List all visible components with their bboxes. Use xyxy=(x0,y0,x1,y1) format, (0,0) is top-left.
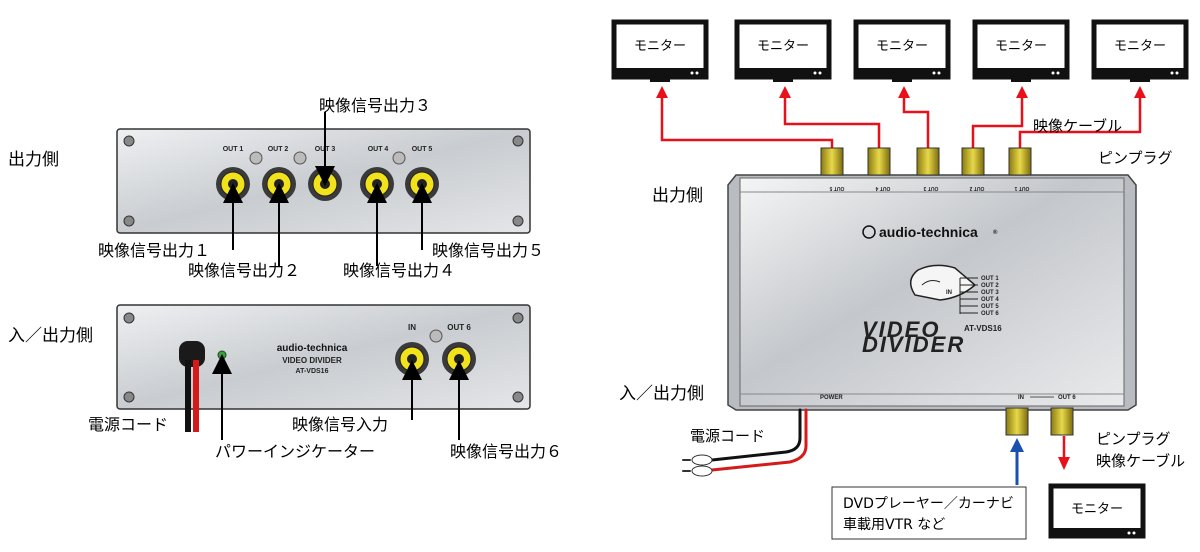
svg-text:OUT 2: OUT 2 xyxy=(981,283,999,289)
label-power-indicator: パワーインジケーター xyxy=(215,442,375,461)
panel-model: AT-VDS16 xyxy=(296,368,329,375)
label-pin-plug-bottom: ピンプラグ xyxy=(1096,430,1171,448)
power-cord-left xyxy=(185,360,199,432)
monitor-2: モニター xyxy=(734,19,832,82)
label-power-cord-right: 電源コード xyxy=(690,427,765,445)
leader-lines-top xyxy=(223,112,432,266)
svg-text:OUT 4: OUT 4 xyxy=(875,185,890,191)
svg-text:OUT 1: OUT 1 xyxy=(1014,185,1029,191)
svg-text:OUT 5: OUT 5 xyxy=(829,185,844,191)
power-led xyxy=(217,350,227,360)
box-brand: audio-technica xyxy=(879,224,978,240)
label-io-side-left: 入／出力側 xyxy=(8,326,93,346)
port-label-out2: OUT 2 xyxy=(268,146,289,153)
svg-text:OUT 5: OUT 5 xyxy=(981,304,999,310)
box-power-label: POWER xyxy=(820,395,843,401)
port-label-out1: OUT 1 xyxy=(223,146,244,153)
box-out-labels: OUT 5 OUT 4 OUT 3 OUT 2 OUT 1 xyxy=(829,185,1029,191)
pin-plugs-bottom xyxy=(1005,407,1074,436)
label-video-out-6: 映像信号出力６ xyxy=(450,442,562,461)
signal-line-in xyxy=(1010,438,1024,485)
video-logo-line2: DIVIDER xyxy=(862,332,965,357)
monitor-label-6: モニター xyxy=(1071,502,1123,517)
port-label-out6: OUT 6 xyxy=(447,323,471,332)
box-model: AT-VDS16 xyxy=(964,324,1002,333)
label-output-side-left: 出力側 xyxy=(8,150,59,170)
label-video-out-4: 映像信号出力４ xyxy=(343,261,455,280)
port-label-out4: OUT 4 xyxy=(368,146,389,153)
source-box: DVDプレーヤー／カーナビ 車載用VTR など xyxy=(831,486,1027,540)
label-video-out-2: 映像信号出力２ xyxy=(188,261,300,280)
label-video-in: 映像信号入力 xyxy=(292,415,388,434)
monitor-5: モニター xyxy=(1091,19,1189,82)
label-video-out-5: 映像信号出力５ xyxy=(432,241,544,260)
box-out-list: OUT 1 OUT 2 OUT 3 OUT 4 OUT 5 OUT 6 xyxy=(981,276,999,317)
monitor-label-5: モニター xyxy=(1114,39,1166,54)
power-cord-grommet xyxy=(179,341,205,367)
device-box: OUT 5 OUT 4 OUT 3 OUT 2 OUT 1 audio-tech… xyxy=(727,174,1137,411)
monitor-1: モニター xyxy=(611,19,709,82)
power-cord-right xyxy=(682,408,808,477)
box-in-bottom-label: IN xyxy=(1018,395,1024,401)
monitor-6: モニター xyxy=(1048,483,1146,539)
port-label-out5: OUT 5 xyxy=(412,146,433,153)
label-video-out-3: 映像信号出力３ xyxy=(319,96,431,115)
output-panel: OUT 1 OUT 2 OUT 3 OUT 4 OUT 5 xyxy=(116,128,531,234)
signal-lines-out xyxy=(660,96,1142,148)
box-in-label: IN xyxy=(946,290,952,296)
monitor-3: モニター xyxy=(853,19,951,82)
svg-text:OUT 4: OUT 4 xyxy=(981,297,999,303)
svg-text:OUT 3: OUT 3 xyxy=(923,185,938,191)
box-out6-bottom-label: OUT 6 xyxy=(1058,395,1076,401)
svg-text:OUT 2: OUT 2 xyxy=(969,185,984,191)
monitor-label-1: モニター xyxy=(634,39,686,54)
svg-text:OUT 1: OUT 1 xyxy=(981,276,999,282)
label-output-side-right: 出力側 xyxy=(652,186,703,206)
monitor-label-2: モニター xyxy=(757,39,809,54)
signal-line-out6 xyxy=(1058,436,1070,470)
brand-logo-icon xyxy=(862,225,876,239)
monitors-top: モニター モニター モニター モニター モニター xyxy=(611,19,1189,82)
video-logo-line1: VIDEO xyxy=(862,317,940,342)
box-out-indicator-lines xyxy=(959,277,978,314)
label-pin-plug-top: ピンプラグ xyxy=(1098,149,1173,167)
monitor-label-4: モニター xyxy=(995,39,1047,54)
source-line-2: 車載用VTR など xyxy=(843,516,945,533)
signal-arrowheads-out xyxy=(656,86,1146,98)
label-video-out-1: 映像信号出力１ xyxy=(98,241,210,260)
monitor-4: モニター xyxy=(972,19,1070,82)
hand-pointer-icon xyxy=(909,264,977,301)
svg-text:OUT 6: OUT 6 xyxy=(981,311,999,317)
io-panel: audio-technica VIDEO DIVIDER AT-VDS16 IN… xyxy=(116,304,531,410)
svg-text:OUT 3: OUT 3 xyxy=(981,290,999,296)
panel-product-name: VIDEO DIVIDER xyxy=(282,356,342,365)
label-power-cord-left: 電源コード xyxy=(88,415,168,434)
source-line-1: DVDプレーヤー／カーナビ xyxy=(843,496,1014,512)
label-video-cable-bottom: 映像ケーブル xyxy=(1096,452,1185,470)
monitor-label-3: モニター xyxy=(876,39,928,54)
panel-brand: audio-technica xyxy=(277,343,348,354)
box-brand-mark: ® xyxy=(993,229,998,236)
label-video-cable-top: 映像ケーブル xyxy=(1033,117,1122,135)
pin-plugs-top xyxy=(820,147,1032,176)
port-label-in: IN xyxy=(408,323,416,332)
leader-lines-bottom xyxy=(212,354,469,440)
label-io-side-right: 入／出力側 xyxy=(619,384,704,404)
